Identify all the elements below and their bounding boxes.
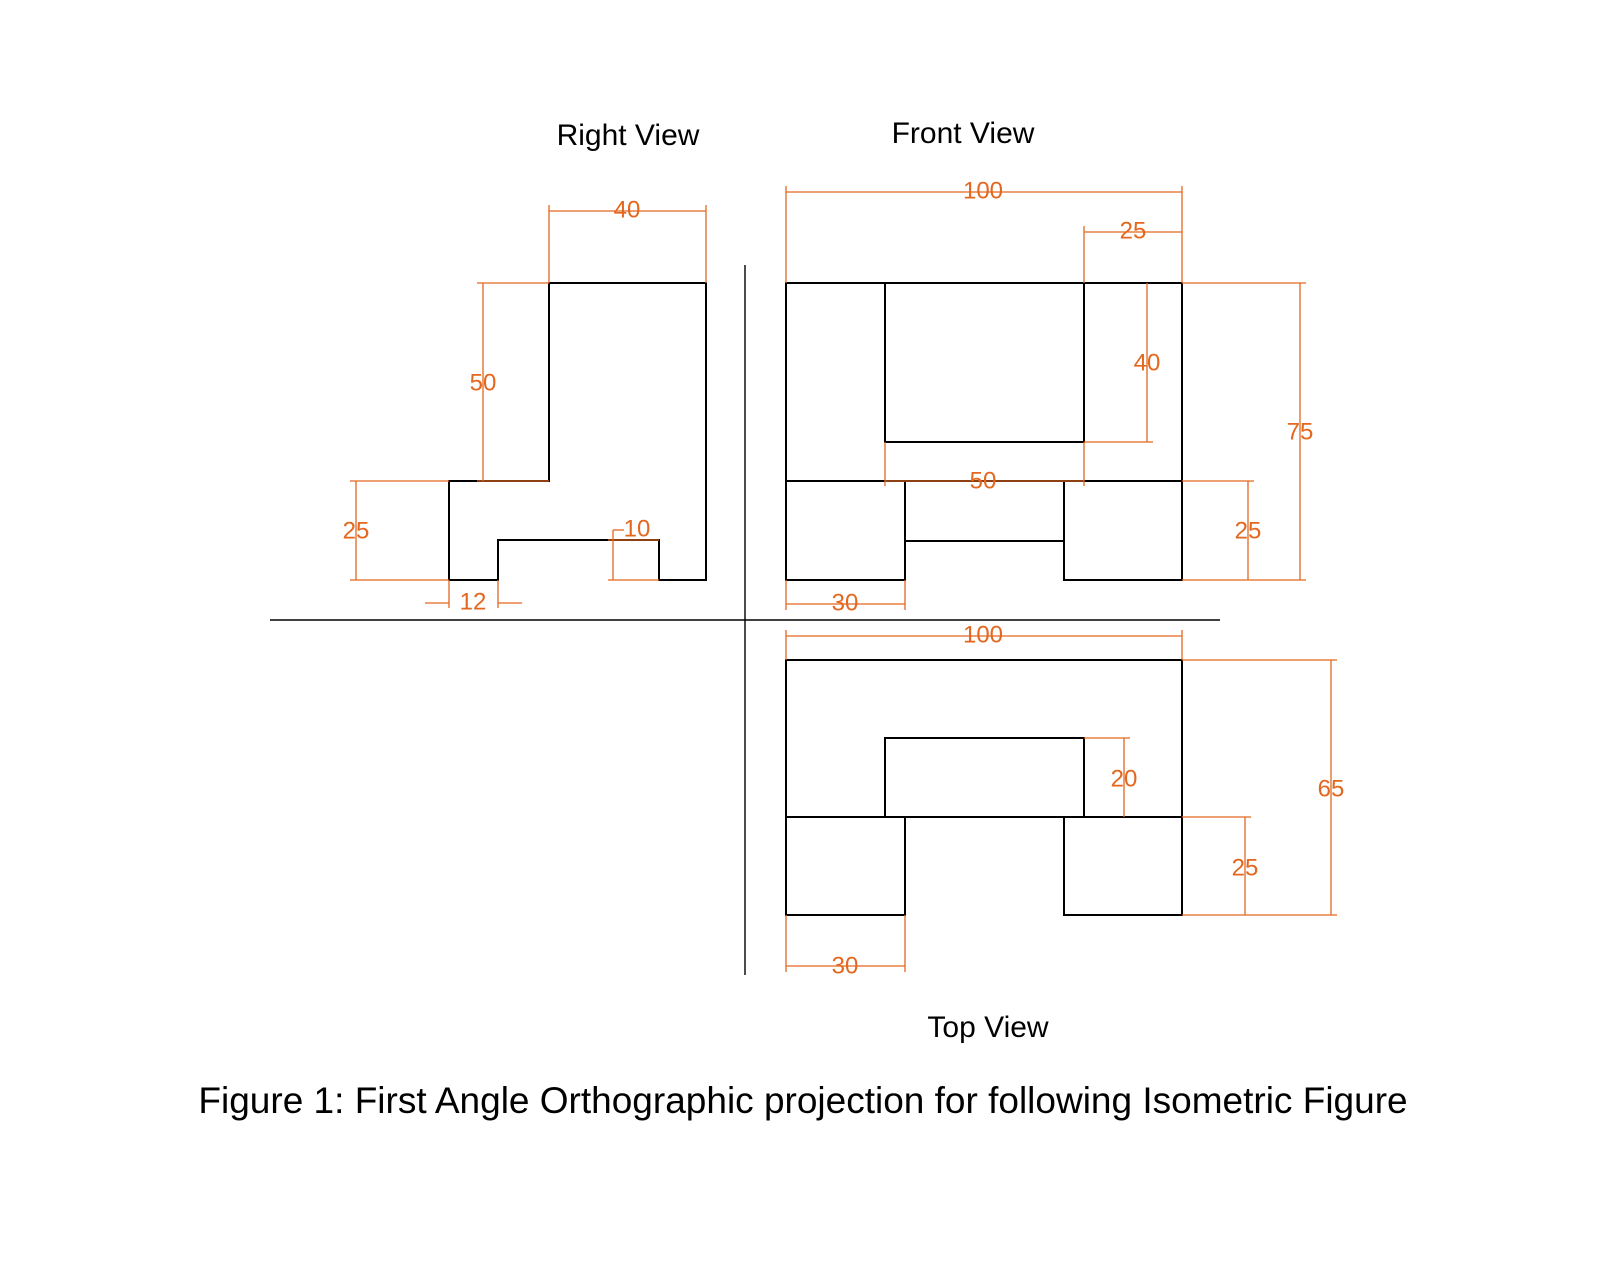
front-view-title: Front View (892, 117, 1035, 150)
top-view: 100 20 65 25 30 (785, 621, 1345, 979)
dim-label: 25 (1235, 517, 1262, 544)
top-view-title: Top View (927, 1011, 1049, 1044)
dim-label: 100 (963, 177, 1003, 204)
dim-label: 10 (624, 515, 651, 542)
dim-label: 25 (1232, 854, 1259, 881)
top-view-recess (884, 737, 1085, 818)
dim-label: 30 (832, 589, 859, 616)
right-view-outline (448, 282, 707, 581)
dim-label: 12 (460, 588, 487, 615)
dim-label: 75 (1287, 418, 1314, 445)
dim-label: 50 (470, 369, 497, 396)
right-view-title: Right View (557, 119, 700, 152)
front-view: 100 25 40 75 50 25 30 (785, 177, 1314, 616)
dim-label: 20 (1111, 765, 1138, 792)
dim-label: 25 (343, 517, 370, 544)
dim-label: 100 (963, 621, 1003, 648)
dim-label: 30 (832, 952, 859, 979)
dim-label: 40 (614, 196, 641, 223)
dim-label: 40 (1134, 349, 1161, 376)
dim-label: 65 (1318, 775, 1345, 802)
figure-caption: Figure 1: First Angle Orthographic proje… (198, 1080, 1407, 1121)
dim-label: 50 (970, 467, 997, 494)
right-view: 40 50 25 10 12 (343, 196, 707, 615)
dim-label: 25 (1120, 217, 1147, 244)
front-view-window (884, 282, 1085, 443)
front-view-outline (785, 282, 1183, 581)
